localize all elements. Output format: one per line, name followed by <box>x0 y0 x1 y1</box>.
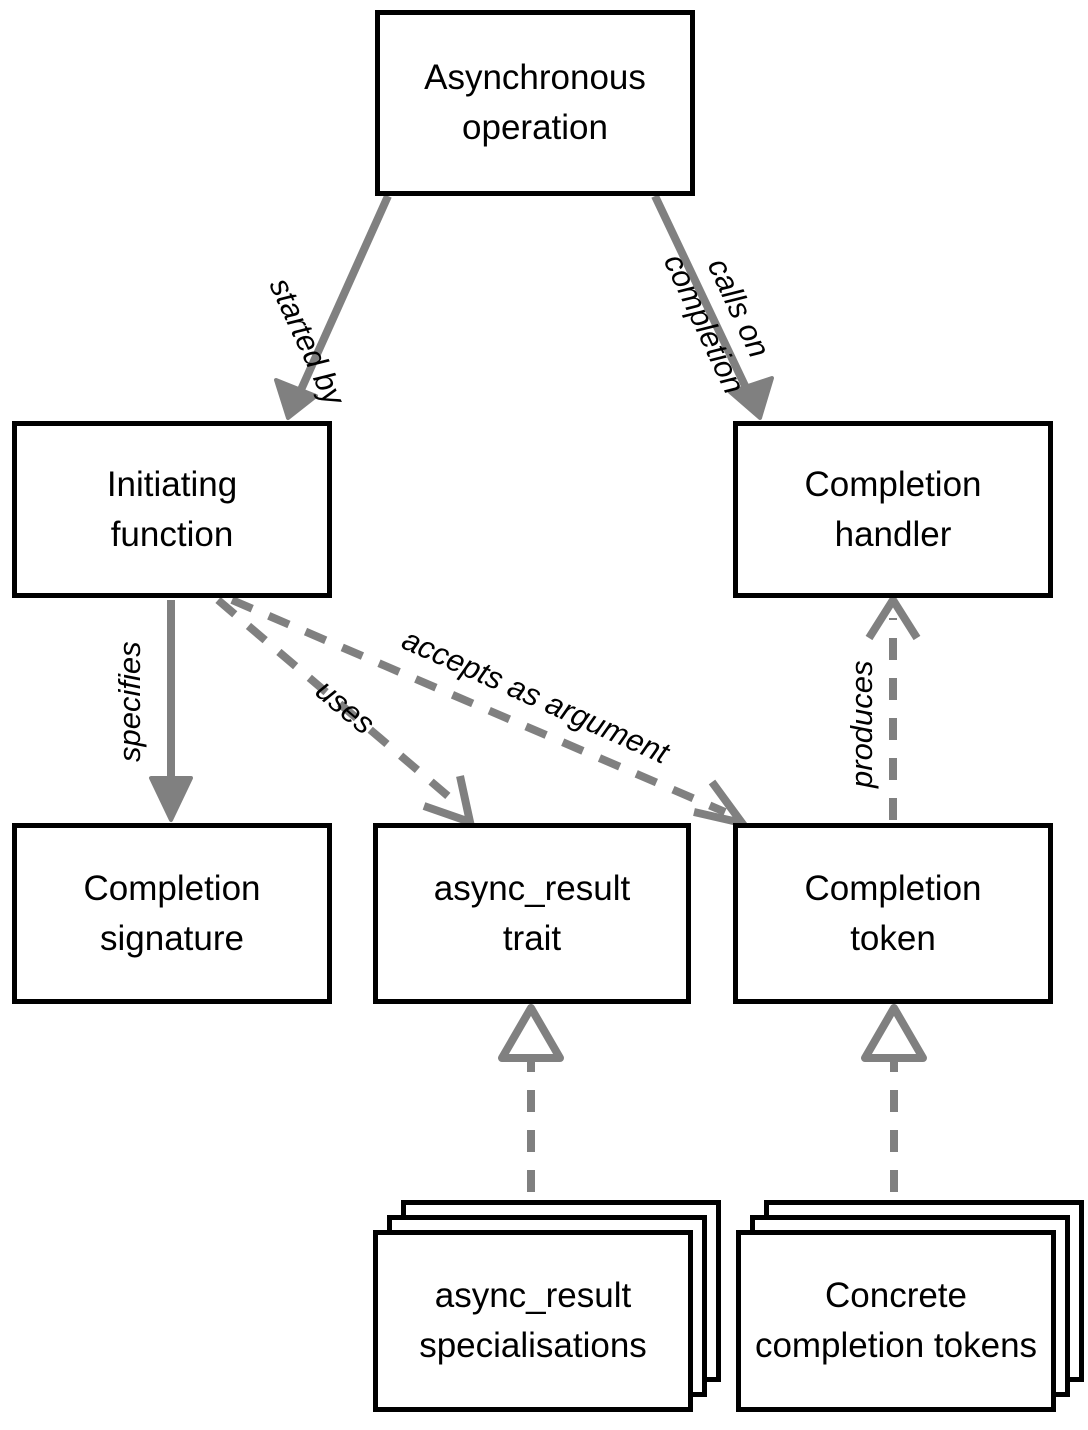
edge-accepts-as-argument <box>230 596 752 830</box>
node-async-result-trait[interactable]: async_result trait <box>373 823 691 1004</box>
edge-produces <box>865 592 921 820</box>
node-label-line1: Completion <box>83 868 261 908</box>
edge-uses <box>215 596 476 829</box>
node-label-line1: Completion <box>804 868 982 908</box>
node-label-line1: async_result <box>434 1276 632 1316</box>
node-label-line1: Initiating <box>106 464 238 504</box>
edge-realises-async-result-trait <box>498 1004 564 1232</box>
node-async-result-specialisations[interactable]: async_result specialisations <box>373 1200 723 1425</box>
node-asynchronous-operation[interactable]: Asynchronous operation <box>375 10 695 196</box>
node-label-line1: async_result <box>433 868 631 908</box>
edge-specifies <box>149 600 193 822</box>
node-label-line2: operation <box>462 108 608 147</box>
edge-label-specifies: specifies <box>112 641 147 762</box>
node-label-line2: completion tokens <box>754 1326 1038 1365</box>
edge-realises-completion-token <box>861 1004 927 1232</box>
node-completion-signature[interactable]: Completion signature <box>12 823 332 1004</box>
node-label-line2: specialisations <box>419 1326 647 1365</box>
node-initiating-function[interactable]: Initiating function <box>12 421 332 598</box>
node-label-line2: signature <box>100 918 244 958</box>
stack-sheet-front: Concrete completion tokens <box>736 1230 1056 1412</box>
edge-label-produces: produces <box>844 660 879 788</box>
node-label-line2: handler <box>834 514 952 554</box>
edge-calls-on-completion <box>651 194 774 420</box>
node-label-line1: Completion <box>804 464 982 504</box>
node-completion-token[interactable]: Completion token <box>733 823 1053 1004</box>
node-completion-handler[interactable]: Completion handler <box>733 421 1053 598</box>
node-concrete-completion-tokens[interactable]: Concrete completion tokens <box>736 1200 1086 1425</box>
node-label-line1: Concrete <box>824 1276 968 1316</box>
node-label-line2: trait <box>502 918 562 958</box>
node-label-line2: function <box>110 514 234 554</box>
edge-started-by <box>274 194 392 420</box>
node-label-line1: Asynchronous <box>424 58 646 98</box>
stack-sheet-front: async_result specialisations <box>373 1230 693 1412</box>
node-label-line2: token <box>850 918 936 958</box>
